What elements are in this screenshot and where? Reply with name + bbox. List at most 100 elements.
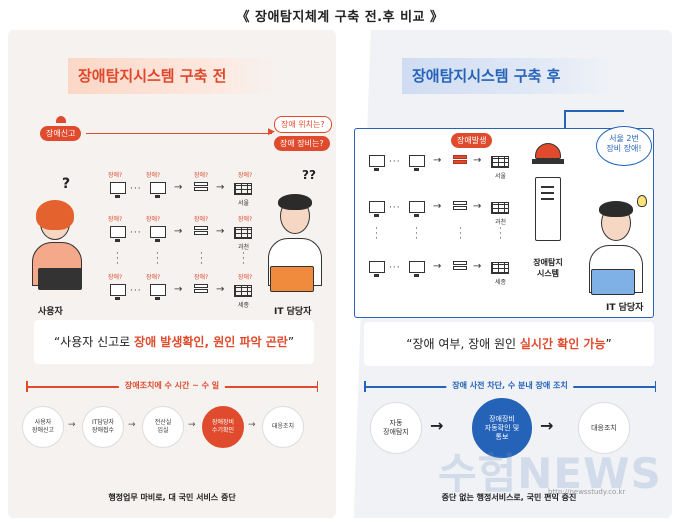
user-illustration: ?	[24, 176, 94, 294]
question-label-8: 장애?	[238, 216, 253, 223]
pc-icon	[150, 226, 166, 242]
step-auto-detect: 자동 장애탐지	[370, 402, 422, 454]
question-mark-icon: ??	[302, 168, 316, 182]
vertical-dots: ···	[499, 224, 502, 244]
location-label: 세종	[238, 302, 250, 309]
firewall-icon	[491, 156, 509, 168]
question-label-11: 장애?	[194, 274, 209, 281]
timeline-label: 장애 사전 차단, 수 분내 장애 조치	[446, 380, 574, 391]
report-tag: 장애신고	[40, 126, 82, 141]
arrow-icon: →	[216, 226, 225, 237]
it-label: IT 담당자	[606, 303, 644, 313]
step-manual-check: 장애장비 수기확인	[202, 406, 244, 448]
before-network-diagram: 장애신고 ▶ 장애 위치는? 장애 장비는? 장애? 장애? 장애? 장애? ·…	[16, 114, 332, 317]
vertical-dots: ···	[156, 249, 159, 269]
firewall-icon	[491, 262, 509, 274]
report-arrow-icon: ▶	[268, 127, 275, 137]
arrow-icon: →	[433, 201, 442, 212]
question-label-5: 장애?	[108, 216, 123, 223]
dots: ···	[389, 263, 401, 273]
quote-highlight: 장애 발생확인, 원인 파악 곤란	[134, 335, 288, 349]
step-arrow-icon: →	[68, 420, 76, 430]
it-staff-illustration: ??	[262, 168, 328, 294]
step-user-report: 사용자 장애신고	[22, 406, 64, 448]
server-alert-icon	[453, 155, 467, 168]
server-icon	[194, 284, 208, 297]
before-quote: “사용자 신고로 장애 발생확인, 원인 파악 곤란”	[34, 320, 314, 364]
it-staff-illustration	[583, 189, 649, 299]
question-label-10: 장애?	[146, 274, 161, 281]
alert-bubble: 서울 2번 장비 장애!	[596, 126, 652, 166]
firewall-icon	[234, 227, 252, 239]
step-datacenter-entry: 전산실 입실	[142, 406, 184, 448]
pc-icon	[150, 182, 166, 198]
quote-prefix: “사용자 신고로	[53, 335, 135, 349]
arrow-icon: →	[473, 261, 482, 272]
bubble-which: 장애 장비는?	[274, 136, 330, 151]
vertical-dots: ···	[375, 224, 378, 244]
step-auto-check-notify: 장애장비 자동확인 및 통보	[472, 398, 532, 458]
vertical-dots: ···	[242, 249, 245, 269]
pc-icon	[110, 284, 126, 300]
arrow-icon: →	[433, 155, 442, 166]
user-label: 사용자	[38, 307, 63, 317]
quote-highlight: 실시간 확인 가능	[519, 337, 606, 351]
server-icon	[194, 182, 208, 195]
dots: ···	[130, 184, 142, 194]
step-arrow-icon: →	[128, 420, 136, 430]
location-label: 과천	[495, 219, 507, 226]
report-line	[86, 133, 272, 134]
quote-suffix: ”	[287, 335, 295, 349]
step-response: 대응조치	[262, 406, 304, 448]
timeline-label: 장애조치에 수 시간 ~ 수 일	[118, 380, 226, 391]
pc-icon	[409, 261, 425, 277]
question-label-4: 장애?	[238, 172, 253, 179]
dots: ···	[130, 228, 142, 238]
question-label-3: 장애?	[194, 172, 209, 179]
arrow-icon: →	[174, 226, 183, 237]
pc-icon	[110, 226, 126, 242]
before-timeline: 장애조치에 수 시간 ~ 수 일	[26, 380, 318, 394]
page-title: 《 장애탐지체계 구축 전.후 비교 》	[236, 10, 444, 25]
pc-icon	[409, 155, 425, 171]
step-arrow-icon: →	[248, 420, 256, 430]
step-response: 대응조치	[578, 402, 630, 454]
question-label-9: 장애?	[108, 274, 123, 281]
it-label: IT 담당자	[274, 307, 312, 317]
question-mark-icon: ?	[62, 176, 71, 192]
watermark-logo: 수험NEWS	[438, 449, 662, 498]
question-label-12: 장애?	[238, 274, 253, 281]
before-panel: 장애탐지시스템 구축 전 장애신고 ▶ 장애 위치는? 장애 장비는? 장애? …	[8, 30, 336, 518]
server-icon	[453, 201, 467, 214]
firewall-icon	[491, 202, 509, 214]
server-icon	[194, 226, 208, 239]
question-label-2: 장애?	[146, 172, 161, 179]
quote-prefix: “장애 여부, 장애 원인	[406, 337, 520, 351]
pc-icon	[150, 284, 166, 300]
bubble-where: 장애 위치는?	[274, 116, 332, 133]
before-footer: 행정업무 마비로, 대 국민 서비스 중단	[108, 493, 236, 502]
arrow-icon: →	[174, 182, 183, 193]
location-label: 세종	[495, 279, 507, 286]
arrow-icon: →	[174, 284, 183, 295]
arrow-icon: →	[473, 201, 482, 212]
detection-system-icon	[535, 177, 561, 241]
pc-icon	[369, 261, 385, 277]
dots: ···	[130, 286, 142, 296]
vertical-dots: ···	[116, 249, 119, 269]
step-arrow-icon: →	[188, 420, 196, 430]
step-arrow-icon: →	[540, 416, 554, 435]
after-quote: “장애 여부, 장애 원인 실시간 확인 가능”	[364, 322, 654, 366]
watermark-url: http://newsstudy.co.kr	[548, 488, 626, 496]
step-arrow-icon: →	[430, 416, 444, 435]
vertical-dots: ···	[459, 224, 462, 244]
after-panel: 장애탐지시스템 구축 후 장애발생 ··· → → 서울 ··· → → 과천 …	[346, 30, 672, 518]
alert-link-line-v	[564, 110, 566, 140]
after-footer: 중단 없는 행정서비스로, 국민 편익 증진	[441, 493, 577, 502]
alert-tag: 장애발생	[451, 133, 493, 148]
arrow-icon: →	[216, 182, 225, 193]
after-heading: 장애탐지시스템 구축 후	[402, 58, 612, 94]
vertical-dots: ···	[415, 224, 418, 244]
question-label-1: 장애?	[108, 172, 123, 179]
pc-icon	[369, 201, 385, 217]
